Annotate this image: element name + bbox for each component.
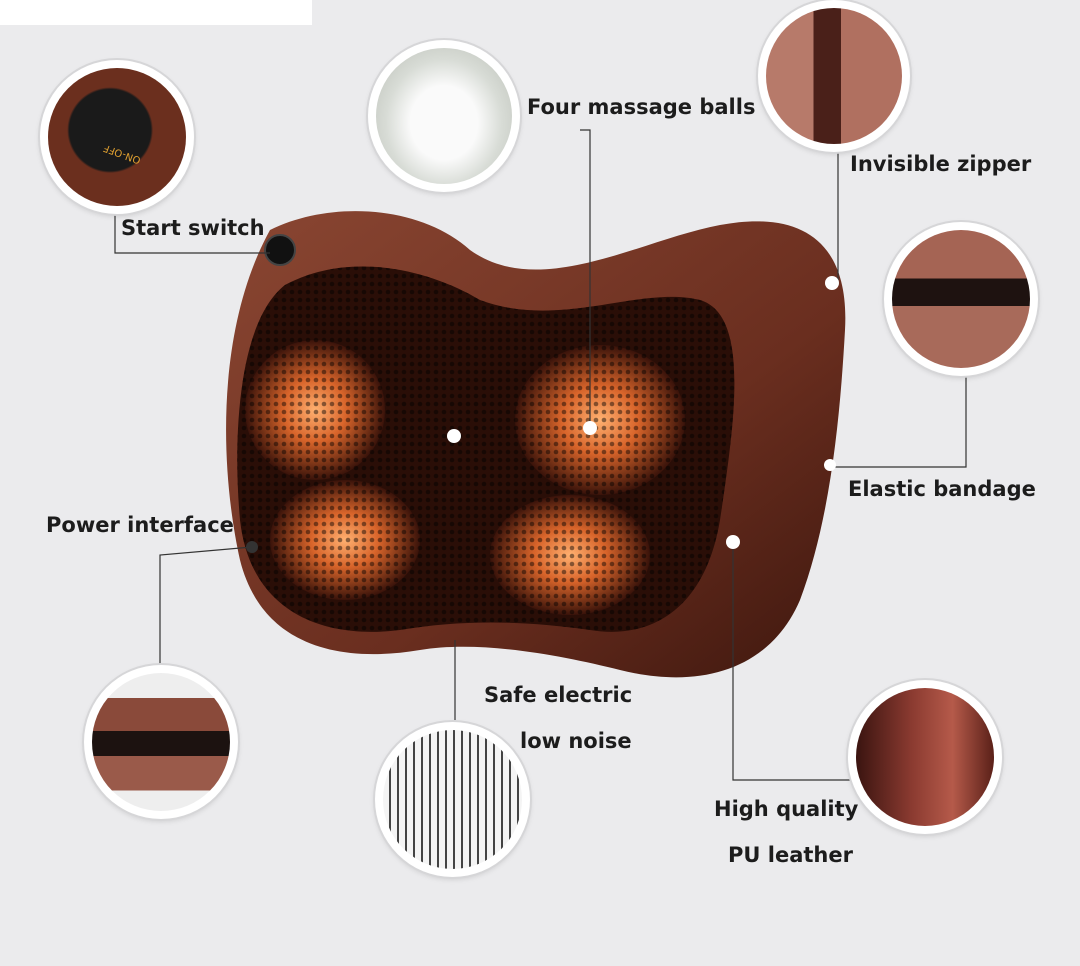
thumb-pu-leather [848, 680, 1002, 834]
thumb-power-interface [84, 665, 238, 819]
thumb-elastic-bandage [884, 222, 1038, 376]
thumb-massage-balls [368, 40, 520, 192]
thumb-zipper [758, 0, 910, 152]
top-white-bar [0, 0, 312, 25]
thumb-safe-electric [375, 722, 530, 877]
label-start-switch: Start switch [121, 216, 265, 240]
thumb-start-switch: ON-OFF [40, 60, 194, 214]
switch-text: ON-OFF [102, 141, 143, 166]
label-power-interface: Power interface [46, 513, 234, 537]
switch-button-icon [264, 234, 296, 266]
label-four-balls: Four massage balls [527, 95, 756, 119]
label-safe-electric: Safe electric [484, 683, 633, 707]
label-elastic-bandage: Elastic bandage [848, 477, 1036, 501]
label-low-noise: low noise [520, 729, 632, 753]
label-high-quality: High quality [714, 797, 859, 821]
label-invisible-zipper: Invisible zipper [850, 152, 1032, 176]
label-pu-leather: PU leather [728, 843, 853, 867]
